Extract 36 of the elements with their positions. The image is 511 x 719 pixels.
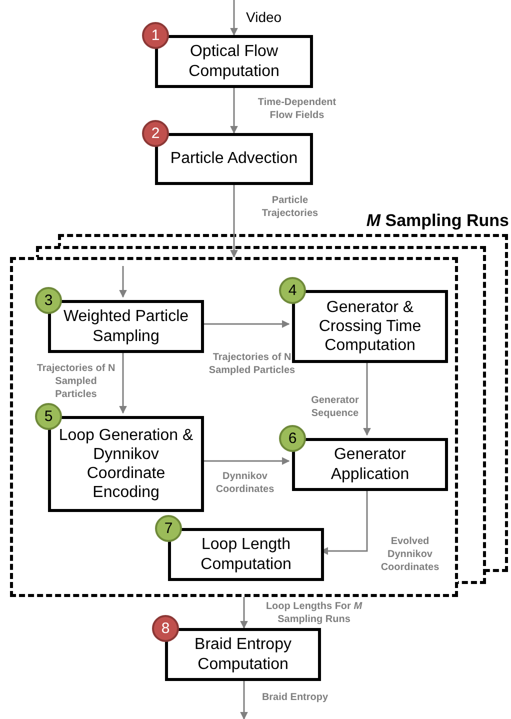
- arrow: [240, 597, 248, 629]
- edge-label: Video: [246, 8, 283, 26]
- step-number-badge: 7: [155, 515, 182, 542]
- box-text: Weighted Particle Sampling: [62, 307, 190, 346]
- arrow: [119, 266, 127, 298]
- step-number-badge: 8: [152, 615, 179, 642]
- arrow: [230, 0, 238, 36]
- arrow: [230, 185, 238, 258]
- step-number-badge: 1: [142, 22, 169, 49]
- box-text: Loop Length Computation: [200, 535, 292, 574]
- step-number-badge: 6: [279, 425, 306, 452]
- step-number-badge: 3: [35, 287, 62, 314]
- step-number-badge: 5: [35, 403, 62, 430]
- group-title: M Sampling Runs: [366, 210, 509, 232]
- edge-label: Trajectories of N Sampled Particles: [208, 351, 296, 377]
- box-text: Generator & Crossing Time Computation: [318, 298, 422, 356]
- box-text: Optical Flow Computation: [188, 42, 280, 81]
- edge-label: Braid Entropy: [260, 691, 330, 704]
- edge-label: Trajectories of N Sampled Particles: [36, 362, 116, 401]
- box-text: Braid Entropy Computation: [194, 635, 292, 674]
- box-text: Generator Application: [330, 445, 410, 484]
- edge-label: Generator Sequence: [310, 394, 360, 420]
- edge-label: Particle Trajectories: [260, 194, 320, 220]
- arrow: [363, 360, 371, 436]
- arrow: [119, 350, 127, 414]
- edge-label: Dynnikov Coordinates: [214, 470, 276, 496]
- step-number-badge: 2: [142, 120, 169, 147]
- edge-label: Time-Dependent Flow Fields: [256, 96, 338, 122]
- arrow: [201, 457, 290, 465]
- arrow: [230, 88, 238, 134]
- arrow: [240, 681, 248, 719]
- edge-label: Evolved Dynnikov Coordinates: [380, 535, 440, 574]
- box-text: Particle Advection: [170, 149, 298, 169]
- arrow: [201, 320, 290, 328]
- edge-label: Loop Lengths For M Sampling Runs: [264, 600, 364, 626]
- step-number-badge: 4: [279, 277, 306, 304]
